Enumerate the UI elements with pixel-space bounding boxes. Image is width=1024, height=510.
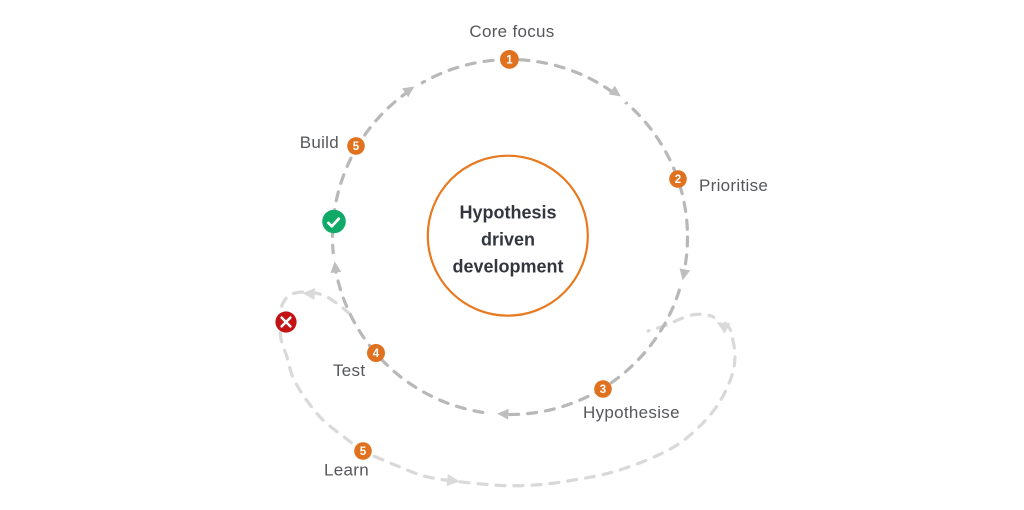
svg-text:Core focus: Core focus [469, 22, 554, 41]
svg-text:Learn: Learn [324, 461, 369, 480]
svg-text:1: 1 [506, 54, 513, 66]
svg-text:Prioritise: Prioritise [699, 176, 768, 195]
svg-text:5: 5 [353, 141, 360, 153]
svg-text:Build: Build [300, 133, 339, 152]
svg-text:4: 4 [373, 348, 380, 360]
svg-text:2: 2 [675, 174, 681, 186]
svg-text:3: 3 [600, 384, 606, 396]
svg-text:5: 5 [360, 446, 367, 458]
svg-text:Hypothesis: Hypothesis [459, 203, 556, 223]
svg-text:Test: Test [333, 361, 365, 380]
svg-text:development: development [452, 257, 563, 277]
svg-text:Hypothesise: Hypothesise [583, 403, 680, 422]
svg-text:driven: driven [481, 230, 535, 250]
